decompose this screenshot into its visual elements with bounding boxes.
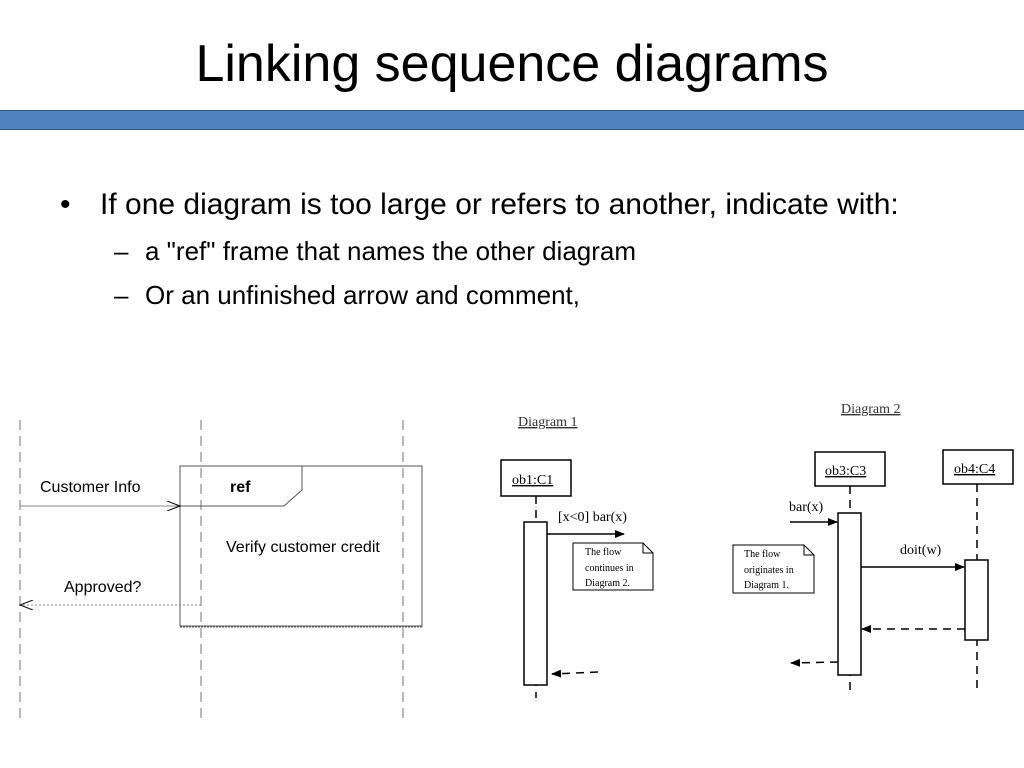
incoming-message-label: bar(x) <box>789 500 824 515</box>
diagram-2-title: Diagram 2 <box>841 402 900 417</box>
sub-bullet-item: – a "ref" frame that names the other dia… <box>60 234 960 268</box>
note-fold <box>803 545 814 556</box>
activation-bar-ob1 <box>523 521 548 686</box>
sub-bullet-dash: – <box>114 280 129 310</box>
sub-bullet-text: a "ref" frame that names the other diagr… <box>145 236 637 266</box>
object-box-ob3 <box>814 451 886 487</box>
bullet-dot: • <box>60 188 71 221</box>
note-box-diagram-2 <box>732 544 815 594</box>
ref-tag-label: ref <box>230 479 251 496</box>
approved-label: Approved? <box>64 579 141 596</box>
object-box-ob1 <box>500 459 572 497</box>
activation-bar-ob4 <box>964 559 989 641</box>
customer-info-label: Customer Info <box>40 479 141 496</box>
note-fold <box>642 543 653 554</box>
ref-body-label: Verify customer credit <box>226 539 380 556</box>
bullet-list: • If one diagram is too large or refers … <box>60 186 960 312</box>
object-label-ob3: ob3:C3 <box>825 464 866 479</box>
ref-tag-pentagon <box>180 465 303 507</box>
note-line: Diagram 1. <box>744 580 789 591</box>
object-label-ob1: ob1:C1 <box>512 473 553 488</box>
incoming-return-arrow <box>551 669 599 678</box>
sub-bullet-item: – Or an unfinished arrow and comment, <box>60 278 960 312</box>
sub-bullet-dash: – <box>114 236 129 266</box>
doit-call-label: doit(w) <box>900 543 942 558</box>
outgoing-return-arrow <box>790 658 839 667</box>
sub-bullet-text: Or an unfinished arrow and comment, <box>145 280 580 310</box>
note-line: Diagram 2. <box>585 578 630 589</box>
object-box-ob4 <box>942 449 1014 485</box>
diagram-1-title: Diagram 1 <box>518 415 577 430</box>
slide-title: Linking sequence diagrams <box>195 35 829 93</box>
note-line: originates in <box>744 565 794 576</box>
note-line: The flow <box>585 547 622 558</box>
note-line: continues in <box>585 563 634 574</box>
note-line: The flow <box>744 549 781 560</box>
outgoing-message-label: [x<0] bar(x) <box>558 510 627 525</box>
diagram-2: Diagram 2 ob3:C3 ob4:C4 bar(x) doit(w) T… <box>732 402 1014 690</box>
activation-bar-ob3 <box>837 512 862 676</box>
object-label-ob4: ob4:C4 <box>954 462 995 477</box>
note-box-diagram-1 <box>572 542 654 591</box>
title-divider-bar <box>0 110 1024 130</box>
bullet-text: If one diagram is too large or refers to… <box>100 188 899 221</box>
bullet-item: • If one diagram is too large or refers … <box>60 186 960 224</box>
ref-frame-diagram: ref Verify customer credit Customer Info… <box>20 420 423 722</box>
diagram-1: Diagram 1 ob1:C1 [x<0] bar(x) The flow c… <box>500 415 654 698</box>
